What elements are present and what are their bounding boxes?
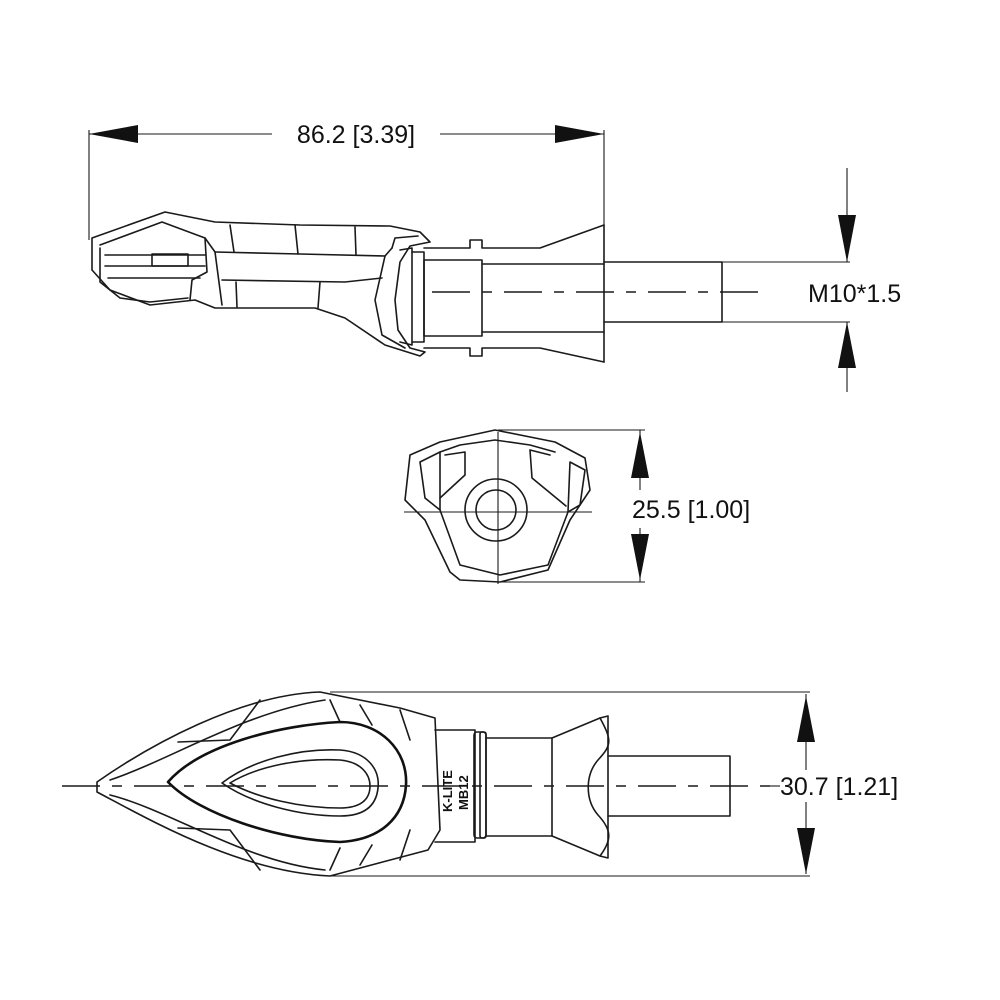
brand-marking: K-LITE [440,770,455,812]
lens-outer [166,720,408,844]
top-housing-outline [96,691,441,877]
top-view: K-LITE MB12 30.7 [1.21] [62,691,898,877]
side-view: 86.2 [3.39] [88,121,901,392]
end-view: 25.5 [1.00] [404,429,750,584]
width-dimension-label: 30.7 [1.21] [780,773,898,801]
width-dimension: 30.7 [1.21] [770,694,898,874]
end-housing-outline [404,429,591,583]
thread-dimension: M10*1.5 [808,168,901,392]
length-dimension-label: 86.2 [3.39] [297,121,415,149]
side-housing-outline [91,211,431,357]
thread-dimension-label: M10*1.5 [808,280,901,308]
height-dimension: 25.5 [1.00] [498,429,750,583]
length-dimension: 86.2 [3.39] [88,121,605,240]
end-view-inner-ring [475,489,517,531]
end-view-outer-ring [464,478,528,542]
model-marking: MB12 [456,775,471,810]
height-dimension-label: 25.5 [1.00] [632,496,750,524]
lens-inner [221,748,379,817]
